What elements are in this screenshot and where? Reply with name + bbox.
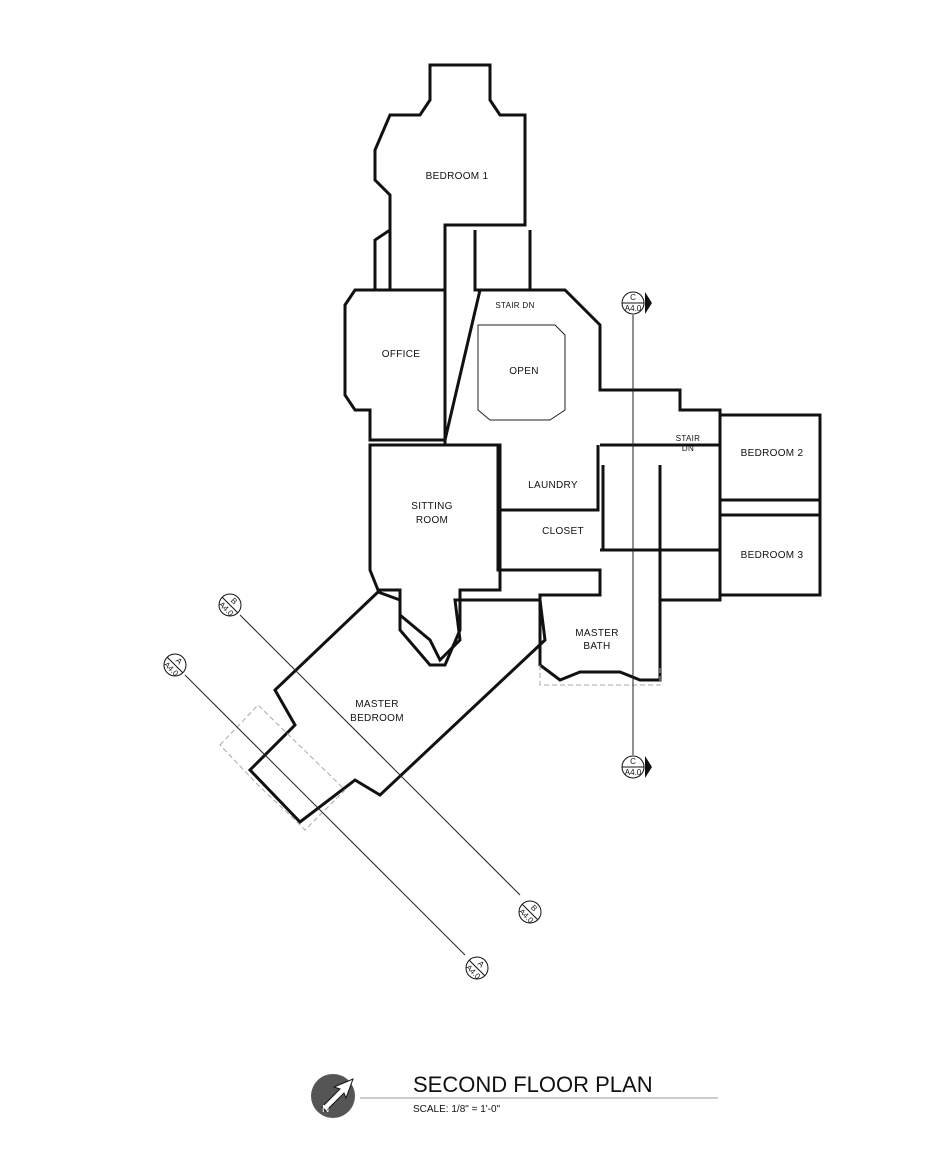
room-label-laundry: LAUNDRY [528,480,578,491]
section-marker-c-top[interactable]: C A4.0 [621,291,652,315]
svg-text:C: C [630,293,636,302]
section-marker-a-top[interactable]: A A4.0 [159,649,190,680]
room-label-office: OFFICE [382,349,420,360]
room-label-bedroom-2: BEDROOM 2 [741,448,804,459]
section-marker-c-bottom[interactable]: C A4.0 [621,755,652,779]
svg-text:A4.0: A4.0 [625,768,642,777]
drawing-title: SECOND FLOOR PLAN [413,1072,653,1097]
svg-text:B: B [229,596,239,606]
section-marker-b-bottom[interactable]: B A4.0 [514,896,545,927]
section-lines [184,315,634,956]
room-label-bedroom-1: BEDROOM 1 [426,171,489,182]
room-label-bath: BATH [583,641,610,652]
section-marker-a-bottom[interactable]: A A4.0 [461,952,492,983]
room-label-master: MASTER [575,628,618,639]
stair-label-2-dn: DN [682,444,694,453]
room-label-closet: CLOSET [542,526,584,537]
svg-text:A: A [174,656,185,667]
svg-text:C: C [630,757,636,766]
room-label-bedroom: BEDROOM [350,713,404,724]
svg-text:B: B [529,903,539,913]
stair-label-1: STAIR DN [495,301,534,310]
section-marker-b-top[interactable]: B A4.0 [214,589,245,620]
svg-text:N: N [322,1104,329,1115]
svg-text:A4.0: A4.0 [625,304,642,313]
room-label-bedroom-3: BEDROOM 3 [741,550,804,561]
room-label-sitting: SITTING [411,501,453,512]
walls [219,63,822,831]
room-label-room: ROOM [416,515,448,526]
north-arrow-icon: N [311,1074,355,1118]
stair-label-2: STAIR [676,434,700,443]
room-label-open: OPEN [509,366,539,377]
room-label-master-bed: MASTER [355,699,398,710]
svg-text:A: A [476,959,487,970]
drawing-scale: SCALE: 1/8" = 1'-0" [413,1104,501,1115]
